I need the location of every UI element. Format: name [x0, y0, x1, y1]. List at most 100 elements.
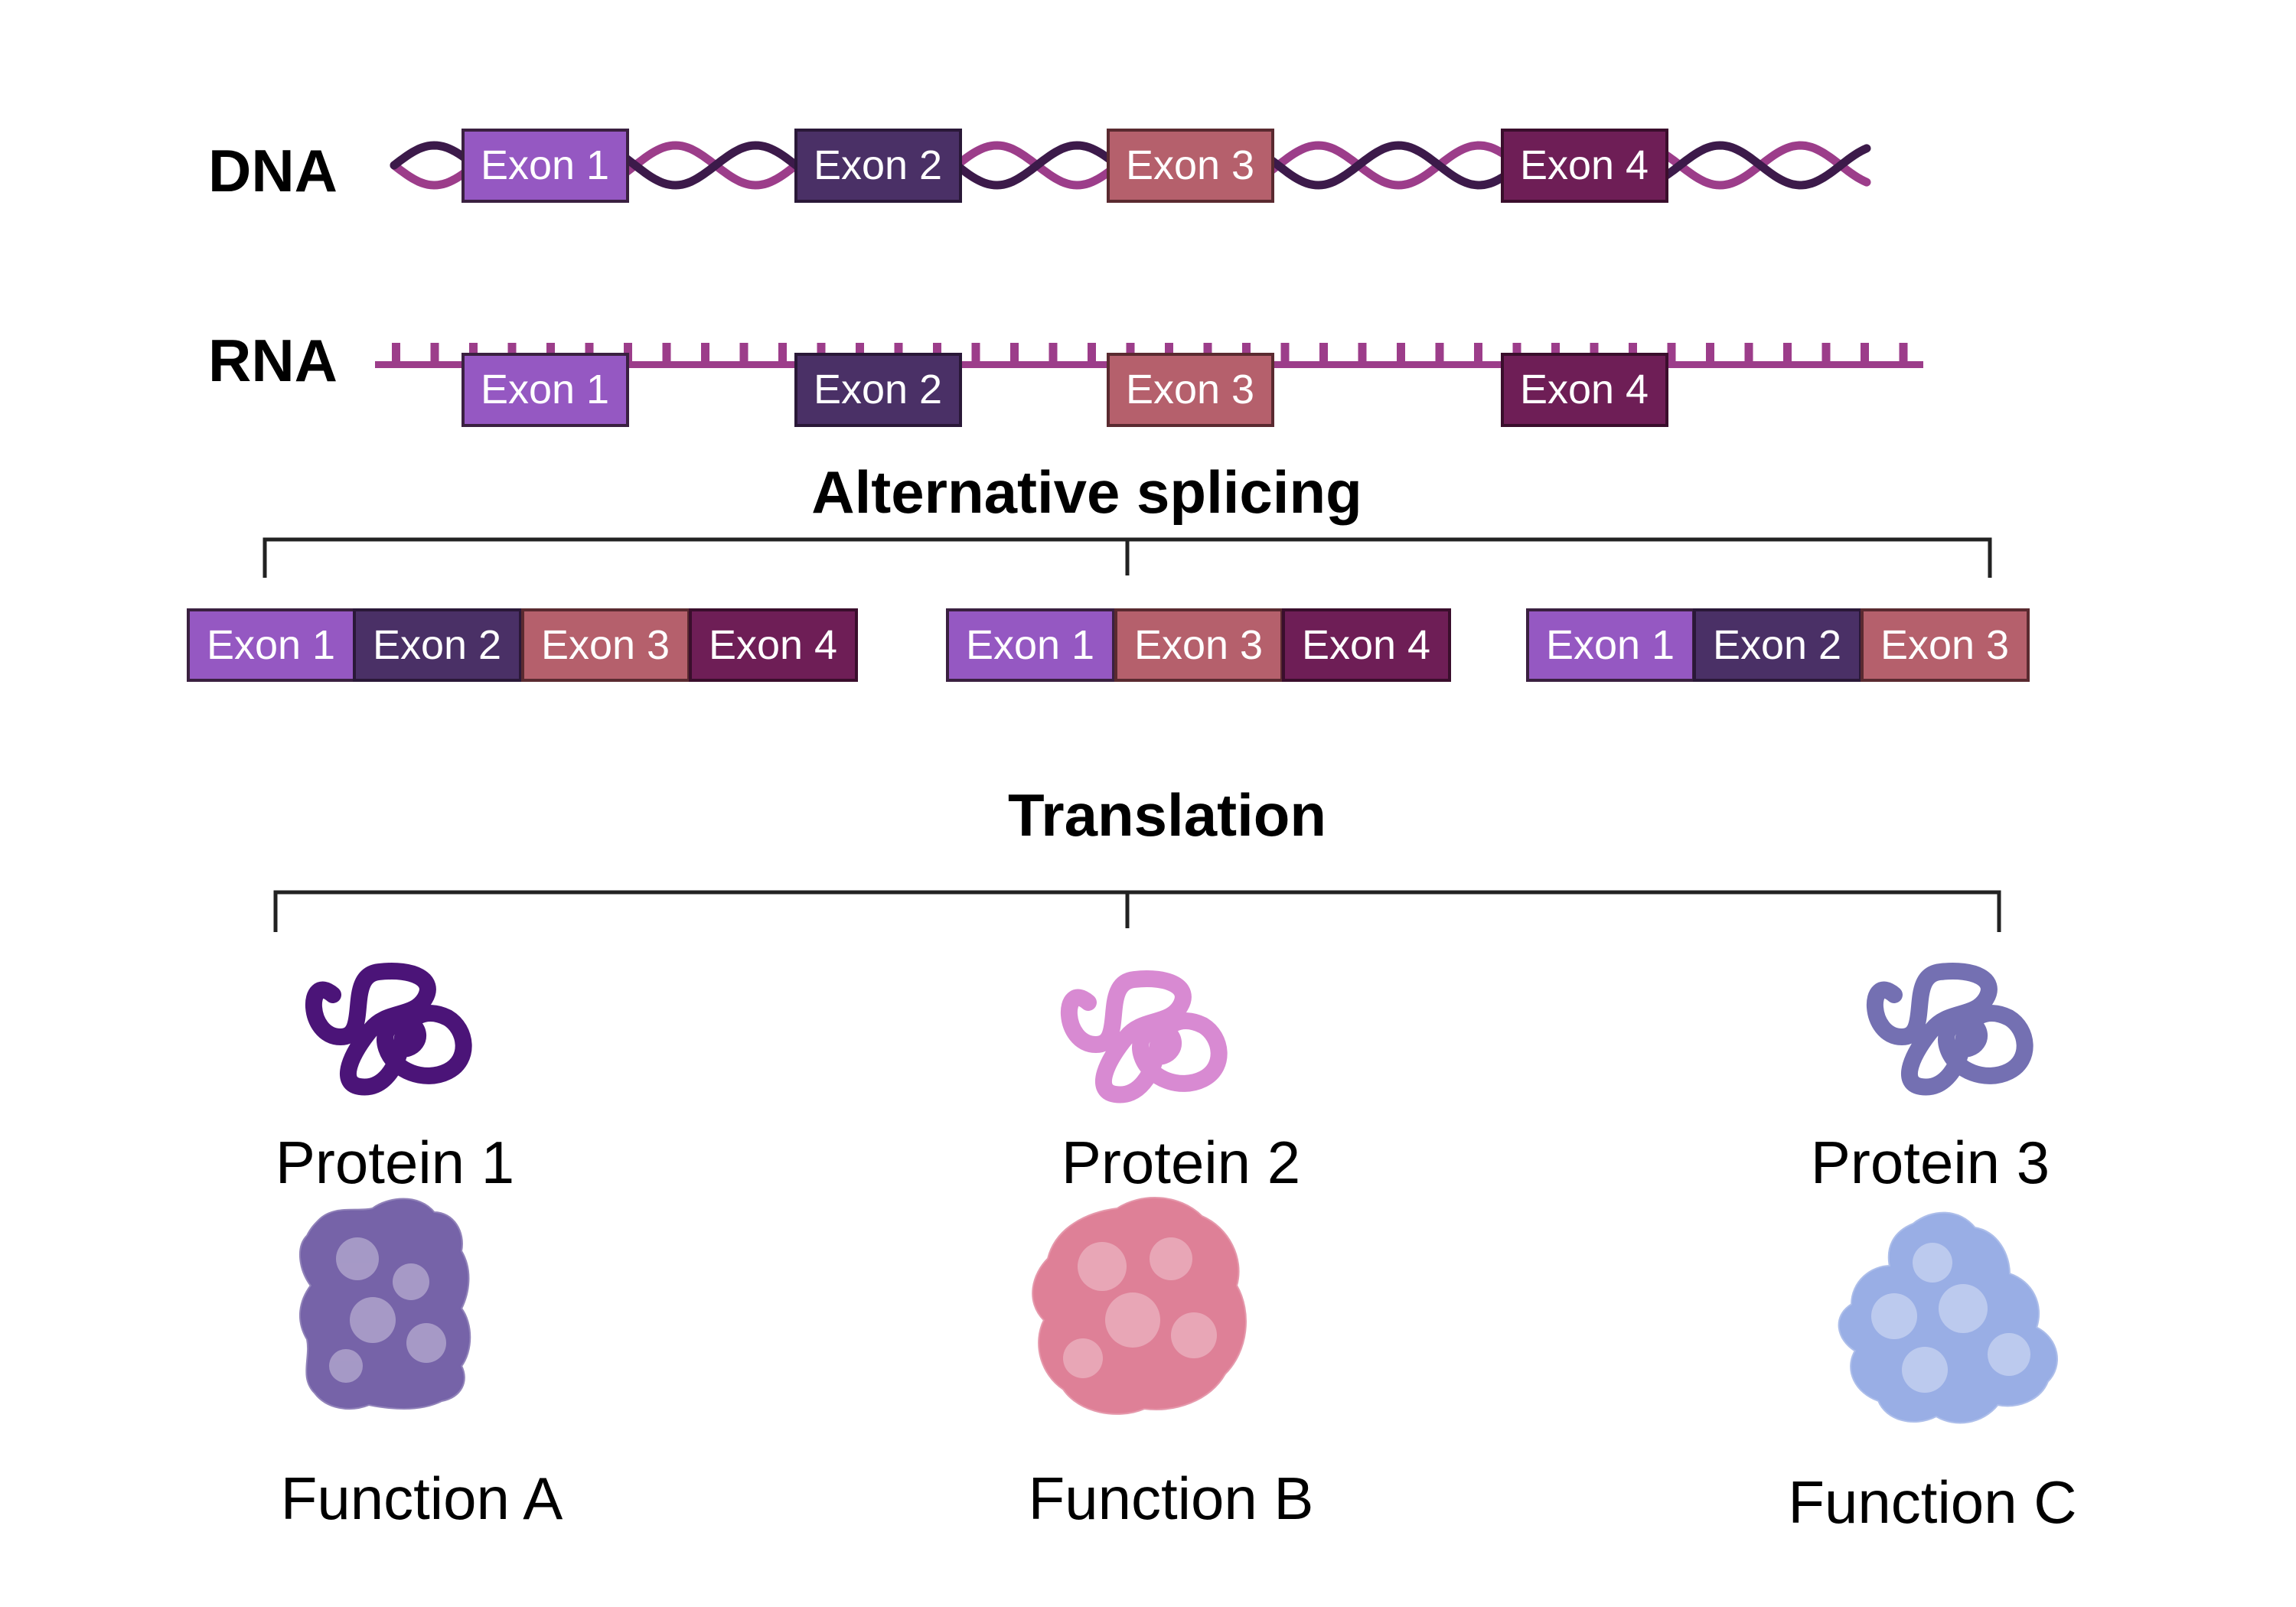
rna-base-tick	[1706, 343, 1714, 364]
rna-label: RNA	[208, 327, 338, 394]
dna-exon-4-label: Exon 4	[1520, 142, 1649, 188]
rna-exon-3: Exon 3	[1107, 353, 1274, 427]
rna-base-tick	[1783, 343, 1792, 364]
rna-base-tick	[1861, 343, 1869, 364]
rna-base-tick	[1088, 343, 1096, 364]
alternative-splicing-title: Alternative splicing	[811, 458, 1362, 526]
protein-2-structure-dot	[1150, 1237, 1192, 1280]
rna-base-tick	[392, 343, 400, 364]
protein-3-chain-icon	[1867, 963, 2033, 1096]
variant-2-exon-1-box	[946, 608, 1115, 682]
protein-3-structure-dot	[1913, 1243, 1952, 1283]
variant-3-exon-2-box	[1693, 608, 1862, 682]
rna-base-tick	[1435, 343, 1444, 364]
rna-base-tick	[1280, 343, 1290, 364]
rna-base-tick	[1899, 343, 1908, 364]
variant-1-exon-3-box	[521, 608, 690, 682]
variant-3-exon-2-label: Exon 2	[1713, 622, 1841, 668]
dna-exon-2: Exon 2	[794, 129, 962, 203]
dna-exon-3: Exon 3	[1107, 129, 1274, 203]
protein-3-structure-dot	[1902, 1347, 1948, 1393]
protein-2-label: Protein 2	[1062, 1129, 1300, 1196]
protein-2-structure-dot	[1171, 1312, 1217, 1358]
rna-base-tick	[430, 343, 439, 364]
rna-base-tick	[1010, 343, 1019, 364]
rna-exon-3-box	[1107, 353, 1274, 427]
rna-base-tick	[1049, 343, 1058, 364]
rna-exon-4: Exon 4	[1501, 353, 1668, 427]
dna-exon-2-label: Exon 2	[814, 142, 942, 188]
protein-1-structure-dot	[329, 1349, 363, 1383]
protein-3-folded-structure-icon	[1838, 1211, 2058, 1424]
rna-exon-1: Exon 1	[461, 353, 629, 427]
variant-2-exon-1-label: Exon 1	[966, 622, 1094, 668]
rna-exon-1-box	[461, 353, 629, 427]
spliced-variant-2: Exon 1 Exon 3 Exon 4	[946, 608, 1451, 682]
rna-exon-2-box	[794, 353, 962, 427]
rna-base-tick	[1358, 343, 1367, 364]
protein-2-folded-structure-icon	[1032, 1197, 1247, 1415]
protein-3-structure-dot	[1988, 1333, 2030, 1376]
rna-base-tick	[971, 343, 980, 364]
protein-3-label: Protein 3	[1811, 1129, 2050, 1196]
variant-1-exon-4-label: Exon 4	[709, 622, 837, 668]
protein-3-structure-dot	[1871, 1293, 1917, 1339]
protein-3-structure-dot	[1939, 1284, 1988, 1333]
variant-1-exon-2-label: Exon 2	[373, 622, 501, 668]
protein-1-structure-dot	[393, 1263, 429, 1300]
function-a-label: Function A	[281, 1465, 563, 1532]
variant-1-exon-1-label: Exon 1	[207, 622, 335, 668]
rna-base-tick	[662, 343, 671, 364]
dna-exon-1-box	[461, 129, 629, 203]
dna-exon-4: Exon 4	[1501, 129, 1668, 203]
translation-section: Translation Protein 1 Function A	[273, 781, 2077, 1536]
spliced-variant-3: Exon 1 Exon 2 Exon 3	[1526, 608, 2030, 682]
protein-2-structure-dot	[1105, 1292, 1160, 1348]
variant-3-exon-1-label: Exon 1	[1546, 622, 1675, 668]
protein-1-structure-dot	[336, 1237, 379, 1280]
rna-base-tick	[778, 343, 787, 364]
splicing-bracket	[263, 537, 1992, 578]
protein-1-label: Protein 1	[276, 1129, 514, 1196]
rna-exon-4-box	[1501, 353, 1668, 427]
rna-base-tick	[701, 343, 709, 364]
dna-label: DNA	[208, 137, 338, 204]
variant-1-exon-4-box	[689, 608, 858, 682]
rna-base-tick	[1319, 343, 1328, 364]
dna-exon-3-box	[1107, 129, 1274, 203]
protein-2-chain-icon	[1061, 970, 1228, 1103]
rna-base-tick	[739, 343, 748, 364]
dna-exon-1-label: Exon 1	[481, 142, 609, 188]
rna-exon-2-label: Exon 2	[814, 367, 942, 412]
rna-exon-1-label: Exon 1	[481, 367, 609, 412]
protein-2-structure-dot	[1063, 1338, 1103, 1378]
protein-column-3: Protein 3 Function C	[1788, 963, 2077, 1536]
variant-3-exon-3-label: Exon 3	[1880, 622, 2009, 668]
rna-exon-4-label: Exon 4	[1520, 367, 1649, 412]
function-b-label: Function B	[1029, 1465, 1314, 1532]
alternative-splicing-section: Alternative splicing Exon 1 Exon 2 Exon …	[187, 458, 2030, 682]
variant-2-exon-4-label: Exon 4	[1302, 622, 1430, 668]
spliced-variant-1: Exon 1 Exon 2 Exon 3 Exon 4	[187, 608, 858, 682]
rna-exon-2: Exon 2	[794, 353, 962, 427]
function-c-label: Function C	[1788, 1468, 2076, 1536]
protein-1-chain-icon	[305, 963, 472, 1096]
dna-row: DNA Exon 1 Exon 2 Exon 3 Exon 4	[208, 129, 1871, 204]
variant-2-exon-3-box	[1114, 608, 1283, 682]
protein-1-structure-dot	[350, 1297, 396, 1343]
variant-2-exon-3-label: Exon 3	[1134, 622, 1263, 668]
rna-base-tick	[1667, 343, 1676, 364]
variant-1-exon-2-box	[353, 608, 522, 682]
dna-exon-4-box	[1501, 129, 1668, 203]
protein-1-structure-dot	[406, 1323, 446, 1363]
rna-base-tick	[1397, 343, 1405, 364]
variant-2-exon-4-box	[1282, 608, 1451, 682]
translation-bracket	[273, 890, 2001, 932]
rna-base-tick	[1821, 343, 1831, 364]
variant-1-exon-3-label: Exon 3	[541, 622, 670, 668]
translation-title: Translation	[1008, 781, 1326, 849]
variant-1-exon-1-box	[187, 608, 356, 682]
protein-column-2: Protein 2 Function B	[1029, 970, 1314, 1532]
variant-3-exon-3-box	[1861, 608, 2030, 682]
